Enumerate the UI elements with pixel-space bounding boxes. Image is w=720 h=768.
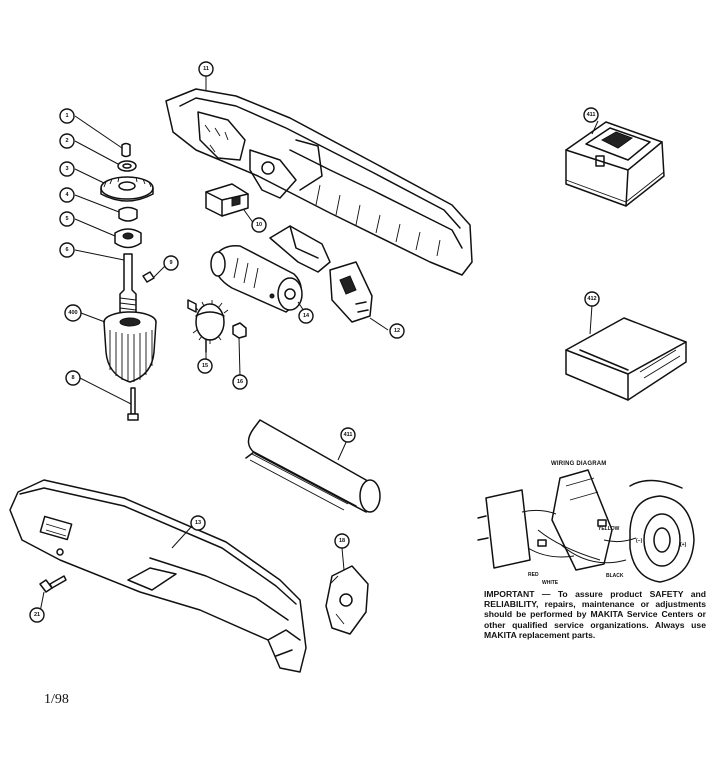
screw-9-part [142,271,155,283]
svg-text:3: 3 [65,166,68,172]
svg-text:400: 400 [68,310,77,316]
important-notice: IMPORTANT — To assure product SAFETY and… [484,589,706,640]
svg-text:16: 16 [237,379,243,385]
callout-14: 14 [298,308,314,324]
svg-text:8: 8 [71,375,74,381]
wire-yellow-label: YELLOW [598,526,620,532]
switch-bracket-part [269,225,331,273]
svg-text:6: 6 [65,247,68,253]
callout-6: 6 [59,242,75,258]
svg-text:13: 13 [195,520,201,526]
svg-text:411: 411 [587,112,596,118]
callout-15: 15 [197,358,213,374]
svg-text:5: 5 [65,216,68,222]
callout-4: 4 [59,187,75,203]
callout-400: 400 [64,304,82,322]
page-number: 1/98 [44,692,69,707]
svg-text:9: 9 [169,260,172,266]
bevel-gear-part [100,176,154,202]
svg-text:11: 11 [203,66,209,72]
motor-negative-label: (−) [636,538,643,544]
housing-bottom-part [9,479,307,673]
terminal-part [329,261,373,323]
battery-charger-part [565,121,665,207]
callout-16: 16 [232,374,248,390]
pinion-gear-part [187,299,229,353]
callout-21: 21 [29,607,45,623]
callout-12: 12 [389,323,405,339]
callout-8: 8 [65,370,81,386]
carrying-case-part [565,317,687,401]
svg-text:10: 10 [256,222,262,228]
callout-411-battery: 411 [340,427,356,443]
wire-black-label: BLACK [606,573,624,579]
svg-text:14: 14 [303,313,310,319]
wire-white-label: WHITE [542,580,559,586]
chuck-screw-part [127,387,139,421]
callout-2: 2 [59,133,75,149]
spindle-part [119,253,137,319]
callout-411-charger: 411 [583,107,599,123]
motor-part [210,245,303,313]
spacer-part [118,206,138,222]
washer-part [117,160,137,172]
svg-text:411: 411 [344,432,353,438]
keyless-chuck-part [103,311,157,383]
battery-pack-part [245,419,381,513]
bushing-part [232,322,247,339]
svg-text:412: 412 [587,296,596,302]
wiring-diagram-title: WIRING DIAGRAM [551,461,607,467]
part-18-bracket [325,565,369,635]
svg-text:18: 18 [339,538,345,544]
callout-1: 1 [59,108,75,124]
callout-13: 13 [190,515,206,531]
callout-11: 11 [198,61,214,77]
svg-text:2: 2 [65,138,68,144]
svg-text:15: 15 [202,363,208,369]
svg-text:4: 4 [65,192,69,198]
callout-5: 5 [59,211,75,227]
callout-18: 18 [334,533,350,549]
callout-3: 3 [59,161,75,177]
housing-top-part [165,88,473,276]
wire-red-label: RED [528,572,539,578]
switch-part [205,183,249,217]
svg-text:1: 1 [65,113,68,119]
screw-21-part [39,575,67,593]
cap-part [121,142,131,158]
svg-text:12: 12 [394,328,400,334]
callout-9: 9 [163,255,179,271]
motor-positive-label: (+) [680,542,687,548]
svg-text:21: 21 [34,612,40,618]
bearing-part [114,228,142,249]
callout-10: 10 [251,217,267,233]
callout-412: 412 [584,291,600,307]
wiring-diagram [477,469,695,583]
